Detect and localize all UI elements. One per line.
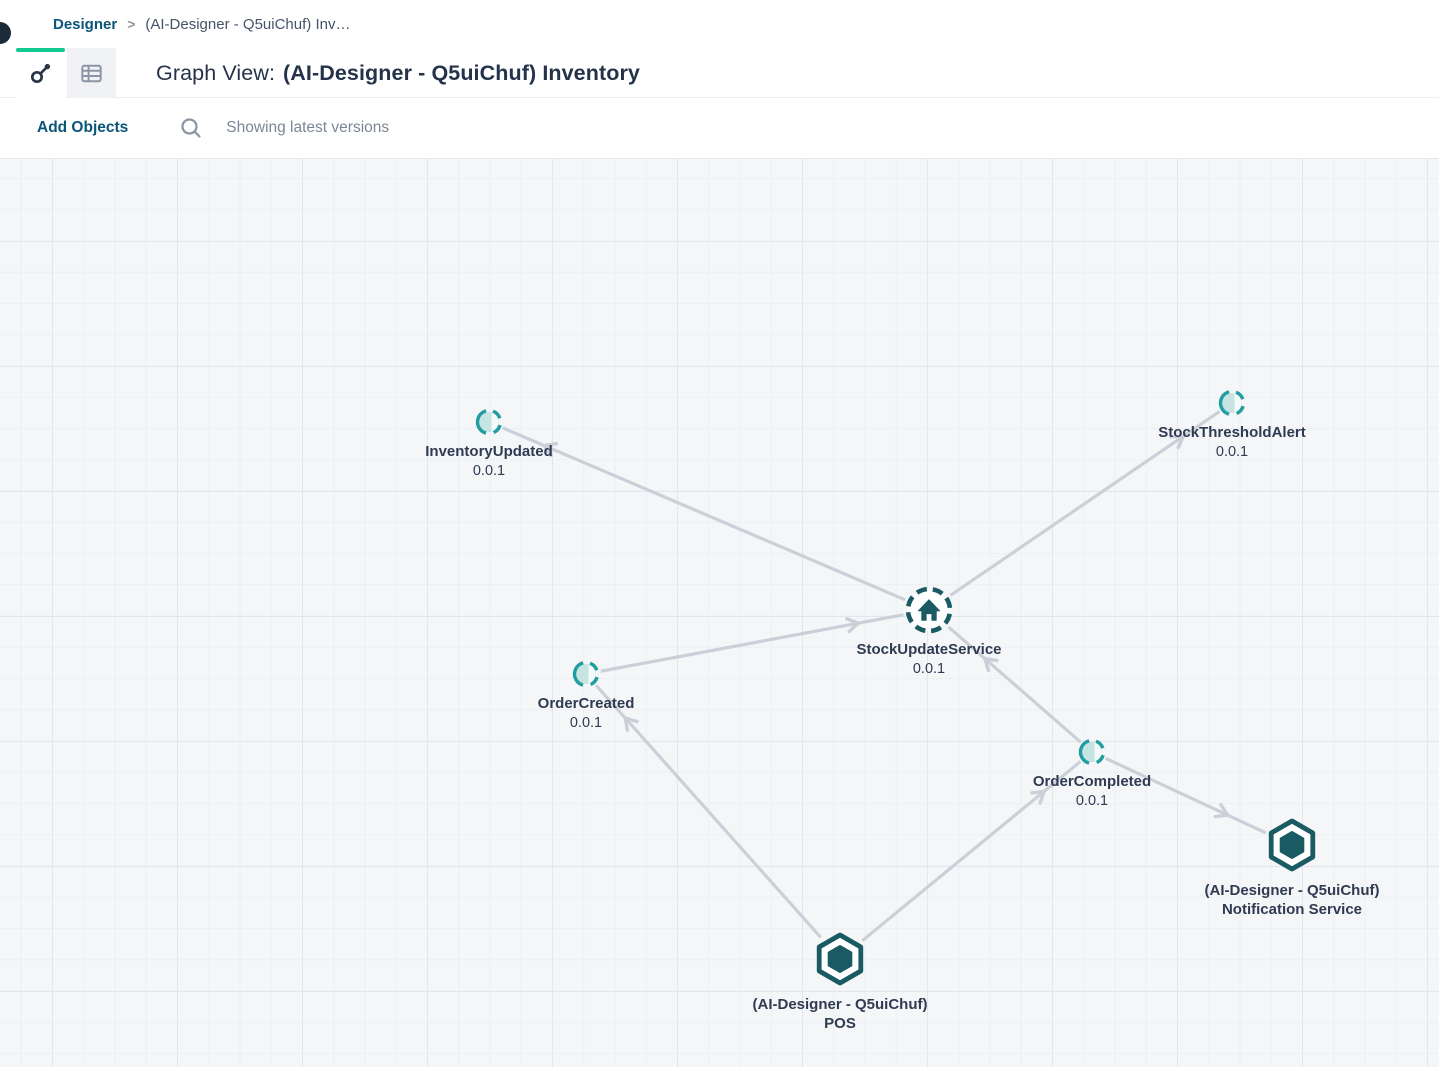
breadcrumb-separator-icon: > <box>127 16 136 32</box>
node-InventoryUpdated[interactable] <box>475 408 503 436</box>
event-icon-highlight <box>491 412 499 432</box>
event-icon-ring <box>1218 389 1246 417</box>
add-objects-button[interactable]: Add Objects <box>37 119 129 136</box>
page-title-prefix: Graph View: <box>156 60 276 85</box>
event-icon-highlight <box>1234 393 1242 413</box>
event-icon-highlight <box>588 664 596 684</box>
search-icon[interactable] <box>178 115 204 141</box>
graph-view-icon <box>30 63 50 84</box>
node-NotificationService[interactable] <box>1268 818 1316 872</box>
graph-svg <box>475 389 1316 986</box>
edge-POS-OrderCompleted <box>861 760 1082 942</box>
breadcrumb: Designer > (AI-Designer - Q5uiChuf) Inv… <box>0 0 1439 48</box>
edge-OrderCompleted-StockUpdateService <box>947 625 1082 744</box>
breadcrumb-designer-link[interactable]: Designer <box>53 15 118 33</box>
table-view-icon <box>81 64 102 82</box>
panel-notch[interactable] <box>0 22 11 44</box>
event-icon-highlight <box>1094 742 1102 762</box>
edge-arrow-icon <box>1030 789 1046 805</box>
edge-arrow-icon <box>623 716 639 732</box>
tab-graph-view[interactable] <box>16 48 65 98</box>
home-icon <box>917 599 941 621</box>
edge-StockUpdateService-InventoryUpdated <box>502 426 906 602</box>
edge-OrderCompleted-NotificationService <box>1104 756 1267 835</box>
active-tab-indicator <box>16 48 65 52</box>
tab-bar: Graph View: (AI-Designer - Q5uiChuf) Inv… <box>0 48 1439 98</box>
node-StockThresholdAlert[interactable] <box>1218 389 1246 417</box>
edge-POS-OrderCreated <box>594 684 822 939</box>
edge-arrow-icon <box>542 442 559 458</box>
version-filter-status: Showing latest versions <box>226 119 390 136</box>
edge-StockUpdateService-StockThresholdAlert <box>949 410 1221 597</box>
breadcrumb-current: (AI-Designer - Q5uiChuf) Inv… <box>145 15 351 33</box>
tab-table-view[interactable] <box>67 48 116 98</box>
page-title-name: (AI-Designer - Q5uiChuf) Inventory <box>283 60 640 85</box>
edge-arrow-icon <box>1169 434 1185 450</box>
application-hexagon-core <box>827 945 853 973</box>
edge-arrow-icon <box>983 656 999 673</box>
event-icon-ring <box>572 660 600 688</box>
toolbar: Add Objects Showing latest versions <box>0 98 1439 159</box>
page-title: Graph View: (AI-Designer - Q5uiChuf) Inv… <box>156 48 640 98</box>
node-OrderCreated[interactable] <box>572 660 600 688</box>
event-icon-ring <box>1078 738 1106 766</box>
node-StockUpdateService[interactable] <box>905 586 954 635</box>
edge-arrow-icon <box>845 617 860 634</box>
edge-OrderCreated-StockUpdateService <box>600 613 904 673</box>
application-hexagon-core <box>1279 831 1305 859</box>
node-POS[interactable] <box>816 932 864 986</box>
edge-arrow-icon <box>1213 803 1230 819</box>
node-OrderCompleted[interactable] <box>1078 738 1106 766</box>
